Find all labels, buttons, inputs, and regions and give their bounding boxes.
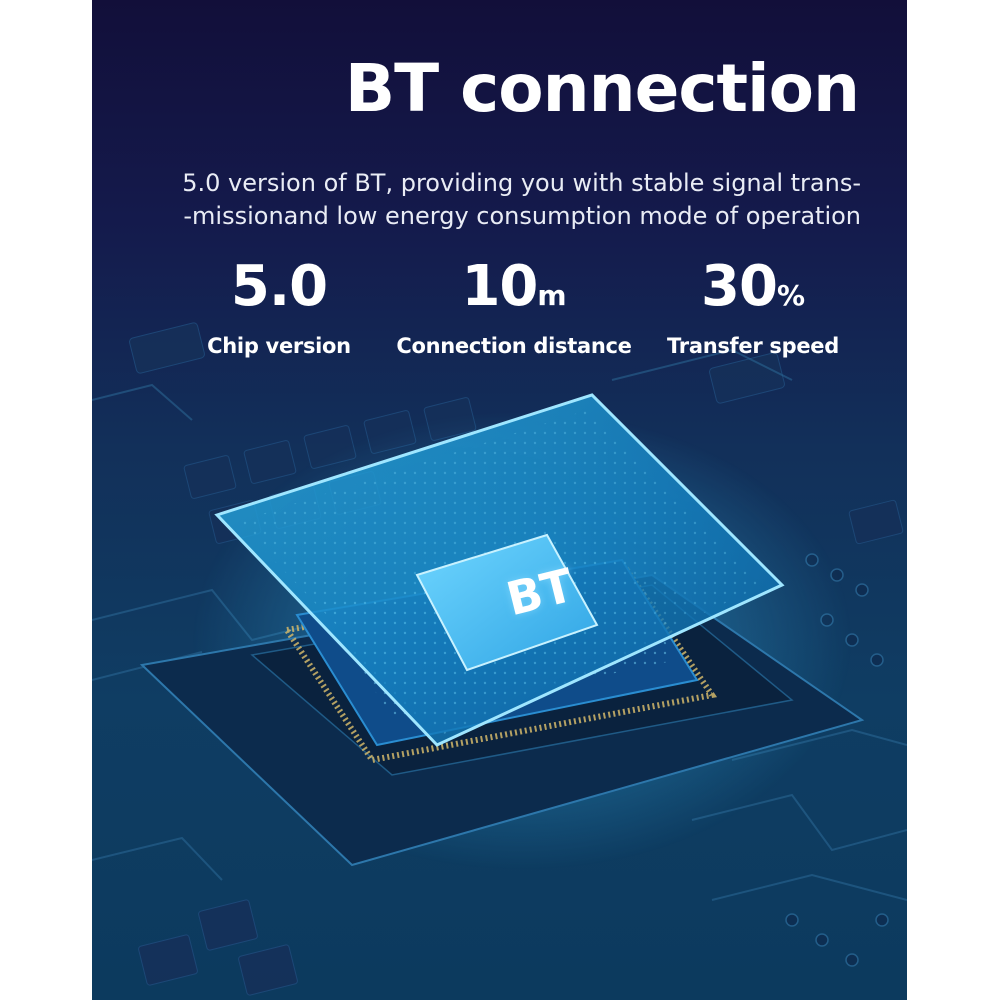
stat-label: Connection distance bbox=[396, 334, 632, 358]
stat-number: 30 bbox=[701, 254, 778, 319]
stat-chip-version: 5.0 Chip version bbox=[154, 256, 404, 359]
stat-number: 5.0 bbox=[230, 254, 328, 319]
product-banner: BT connection 5.0 version of BT, providi… bbox=[92, 0, 907, 1000]
stat-label: Transfer speed bbox=[667, 334, 839, 358]
chip-core bbox=[415, 533, 599, 672]
subtitle: 5.0 version of BT, providing you with st… bbox=[121, 167, 861, 233]
page-title: BT connection bbox=[344, 50, 860, 127]
stat-transfer-speed: 30% Transfer speed bbox=[628, 256, 878, 359]
stat-value: 5.0 bbox=[154, 256, 404, 327]
stat-value: 10m bbox=[389, 256, 639, 327]
stat-unit: % bbox=[776, 279, 805, 312]
circuit-board-illustration bbox=[92, 322, 907, 996]
subtitle-line-2: -missionand low energy consumption mode … bbox=[183, 202, 861, 230]
subtitle-line-1: 5.0 version of BT, providing you with st… bbox=[182, 169, 861, 197]
stat-label: Chip version bbox=[207, 334, 351, 358]
stat-unit: m bbox=[537, 279, 567, 312]
stat-number: 10 bbox=[461, 254, 538, 319]
stat-value: 30% bbox=[628, 256, 878, 327]
stat-connection-distance: 10m Connection distance bbox=[389, 256, 639, 359]
